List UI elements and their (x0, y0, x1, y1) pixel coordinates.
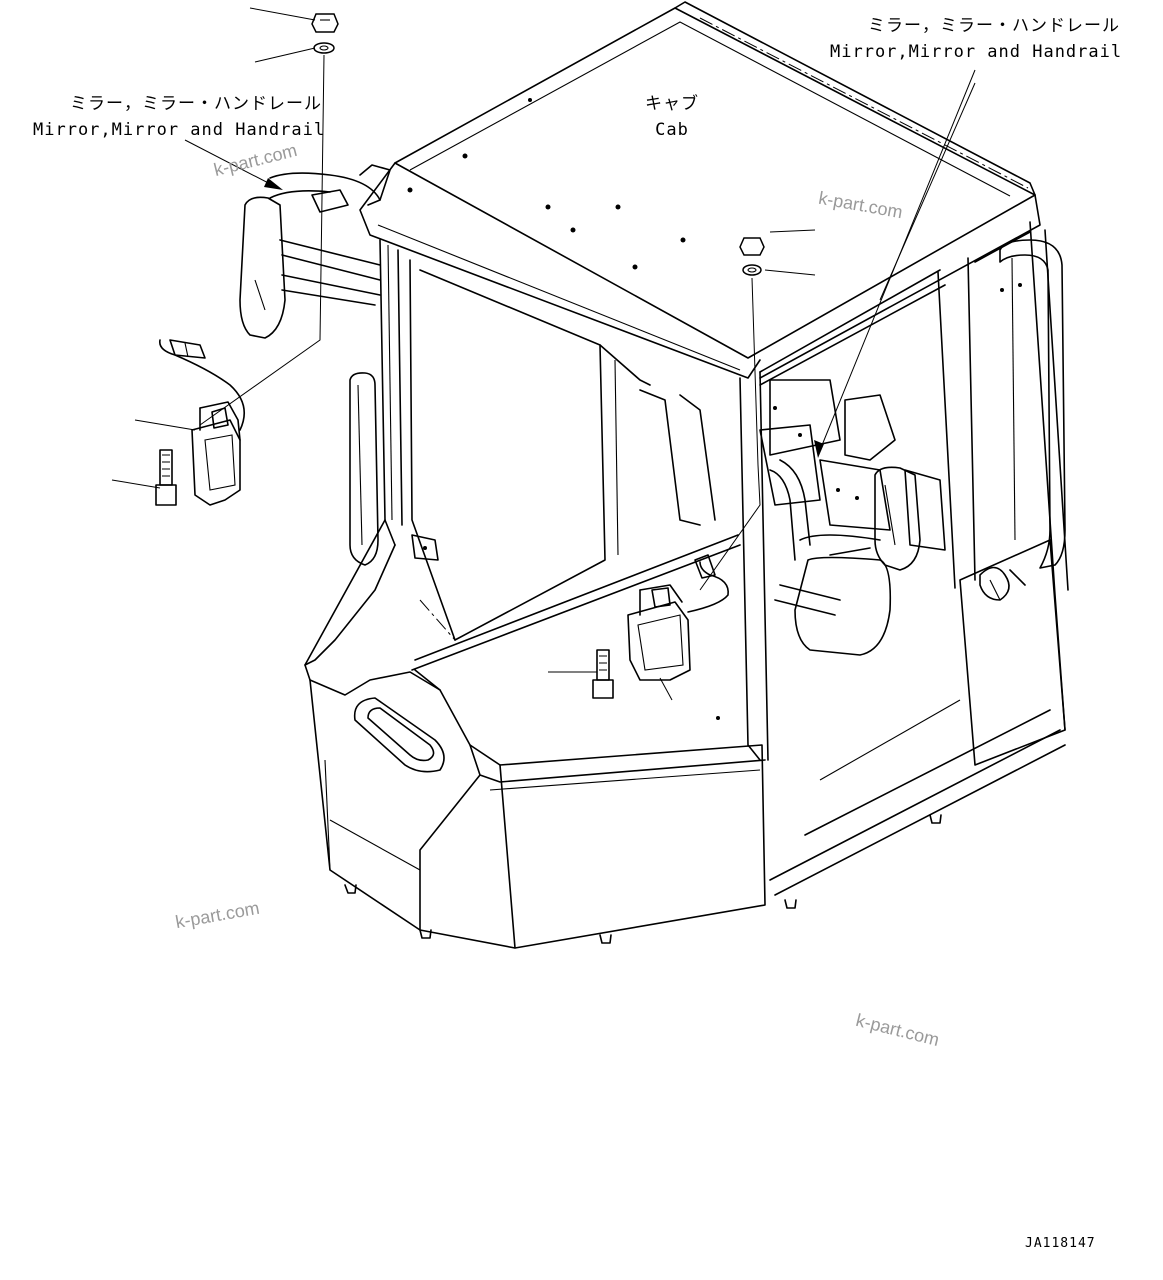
cab-roof (359, 1, 1041, 379)
handrails (349, 239, 1066, 569)
label-mirror-left-en: Mirror,Mirror and Handrail (33, 120, 326, 140)
label-mirror-right-jp: ミラー，ミラー・ハンドレール (868, 16, 1120, 36)
center-work-lamp (592, 554, 729, 699)
arrowhead-left (264, 178, 283, 190)
left-mirror (239, 164, 391, 339)
rear-brackets (759, 283, 1026, 601)
arrowhead-right (814, 440, 824, 458)
right-mirror (769, 459, 921, 656)
label-mirror-left-jp: ミラー，ミラー・ハンドレール (70, 94, 322, 114)
fasteners (311, 13, 765, 276)
label-cab-en: Cab (655, 120, 689, 140)
cab-lower-body (304, 519, 942, 949)
drawing-code: JA118147 (1025, 1236, 1096, 1251)
label-cab-jp: キャブ (645, 94, 699, 114)
left-work-lamp (155, 339, 246, 506)
label-mirror-right-en: Mirror,Mirror and Handrail (830, 42, 1123, 62)
leader-lines (111, 7, 976, 701)
cab-frame (379, 221, 1069, 896)
